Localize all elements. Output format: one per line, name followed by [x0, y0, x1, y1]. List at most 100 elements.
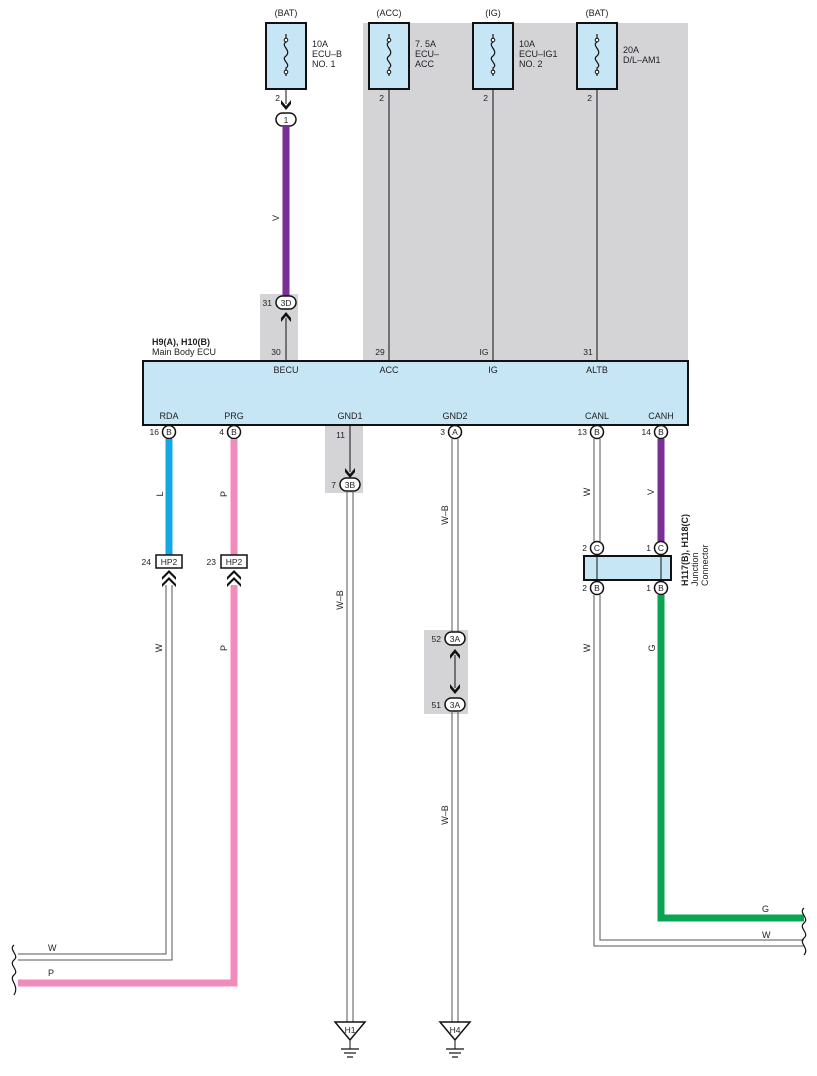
wire-color-label: P	[48, 968, 54, 978]
junction-pin-number: 1	[646, 583, 651, 593]
pin-conn-prg: B	[231, 427, 237, 437]
break-mark-left	[11, 944, 17, 996]
connector-hp2-w	[155, 554, 183, 569]
ecu-terminal-becu: BECU	[273, 365, 298, 375]
fuse-pin: 2	[379, 93, 384, 103]
fuse-rating: 7. 5A	[415, 39, 436, 49]
wire-color-label: W	[154, 643, 164, 652]
connector-3a-pin: 51	[432, 700, 442, 710]
junction-pin-conn: B	[594, 583, 600, 593]
gnd2-circuit: W–B 3A 52 3A 51 W–B H4	[432, 439, 472, 1058]
connector-hp2-label: HP2	[226, 557, 243, 567]
pin-number-rda: 16	[150, 427, 160, 437]
junction-pin-conn: C	[658, 543, 664, 553]
wire-color-label: W	[582, 487, 592, 496]
ground-h1-label: H1	[345, 1025, 356, 1035]
pin-number-canh: 14	[642, 427, 652, 437]
main-body-ecu: H9(A), H10(B) Main Body ECU 30 29 IG 31 …	[142, 337, 689, 426]
wire-color-label: W–B	[440, 505, 450, 525]
pin-number-gnd1: 11	[336, 430, 345, 440]
ecu-terminal-ig: IG	[488, 365, 498, 375]
fuse-pin: 2	[275, 93, 280, 103]
ecu-terminal-gnd2: GND2	[442, 411, 467, 421]
junction-label-2: Connector	[700, 544, 710, 586]
ecu-terminal-acc: ACC	[379, 365, 399, 375]
ecu-terminal-rda: RDA	[159, 411, 178, 421]
connector-hp2-pin: 23	[207, 557, 217, 567]
fuse-name: ECU–B	[312, 49, 342, 59]
connector-hp2-p	[220, 554, 248, 569]
fuse-name-2: NO. 1	[312, 59, 336, 69]
becu-feed: 1 V 3D 31	[263, 89, 297, 361]
fuse-ecu-b-no1: (BAT) 10A ECU–B NO. 1 2	[265, 8, 342, 103]
junction-pin-conn: C	[594, 543, 600, 553]
gnd1-circuit: 3B 7 W–B H1	[331, 425, 367, 1058]
ecu-terminal-canh: CANH	[648, 411, 674, 421]
ecu-bottom-pins: B 16 B 4 11 A 3 B 13 B 14	[150, 424, 669, 440]
ecu-terminal-prg: PRG	[224, 411, 244, 421]
fuse-source: (BAT)	[275, 8, 298, 18]
fuse-pin: 2	[587, 93, 592, 103]
connector-3b-pin: 7	[331, 480, 336, 490]
break-mark-right	[801, 907, 807, 956]
wire-color-label: W–B	[335, 590, 345, 610]
wire-color-label: V	[646, 489, 656, 495]
ecu-pin-altb: 31	[583, 347, 593, 357]
pin-conn-gnd2: A	[452, 427, 458, 437]
junction-connector	[583, 555, 672, 581]
can-circuit: W V C 2 C 1 B 2 B 1 H117(B), H118(C) Jun…	[582, 439, 804, 947]
connector-1-label: 1	[284, 115, 289, 125]
fuse-pin: 2	[483, 93, 488, 103]
fuse-name-2: NO. 2	[519, 59, 543, 69]
fuse-name: ECU–	[415, 49, 439, 59]
ecu-terminal-canl: CANL	[585, 411, 609, 421]
shade-fuse-area	[363, 23, 688, 361]
pin-number-prg: 4	[219, 427, 224, 437]
wire-color-label: G	[762, 904, 769, 914]
wire-color-label: G	[647, 644, 657, 651]
wire-color-label: V	[271, 215, 281, 221]
connector-3a-label: 3A	[450, 700, 461, 710]
wire-color-label: W	[48, 943, 57, 953]
ground-h1	[333, 1021, 367, 1042]
ecu-pin-acc: 29	[375, 347, 385, 357]
junction-pin-number: 1	[646, 543, 651, 553]
rda-circuit: L HP2 24 W W	[18, 439, 183, 961]
fuse-source: (ACC)	[377, 8, 402, 18]
connector-3a-label: 3A	[450, 634, 461, 644]
connector-3a-lower	[444, 697, 466, 712]
fuse-source: (BAT)	[586, 8, 609, 18]
ground-h4-label: H4	[450, 1025, 461, 1035]
fuse-rating: 20A	[623, 45, 639, 55]
ecu-name: Main Body ECU	[152, 347, 216, 357]
connector-3a-pin: 52	[432, 634, 442, 644]
fuse-name: ECU–IG1	[519, 49, 558, 59]
wire-color-label: W–B	[440, 805, 450, 825]
wire-color-label: P	[219, 491, 229, 497]
ecu-id: H9(A), H10(B)	[152, 337, 210, 347]
ground-h4	[438, 1021, 472, 1042]
wire-color-label: P	[219, 645, 229, 651]
connector-hp2-label: HP2	[161, 557, 178, 567]
ecu-pin-ig: IG	[480, 347, 489, 357]
junction-pin-number: 2	[582, 543, 587, 553]
prg-circuit: P HP2 23 P P	[18, 439, 248, 987]
connector-3d-pin: 31	[263, 298, 273, 308]
connector-3d-label: 3D	[281, 298, 292, 308]
connector-3b-label: 3B	[345, 480, 356, 490]
junction-label: Junction	[690, 552, 700, 586]
pin-conn-canl: B	[594, 427, 600, 437]
pin-conn-canh: B	[658, 427, 664, 437]
ecu-terminal-altb: ALTB	[586, 365, 608, 375]
pin-number-gnd2: 3	[440, 427, 445, 437]
fuse-name: D/L–AM1	[623, 55, 661, 65]
wire-color-label: W	[582, 643, 592, 652]
pin-conn-rda: B	[166, 427, 172, 437]
fuse-rating: 10A	[312, 39, 328, 49]
connector-hp2-pin: 24	[142, 557, 152, 567]
fuse-source: (IG)	[485, 8, 501, 18]
connector-3d	[275, 295, 297, 310]
connector-3b	[339, 477, 361, 492]
junction-id: H117(B), H118(C)	[680, 514, 690, 586]
